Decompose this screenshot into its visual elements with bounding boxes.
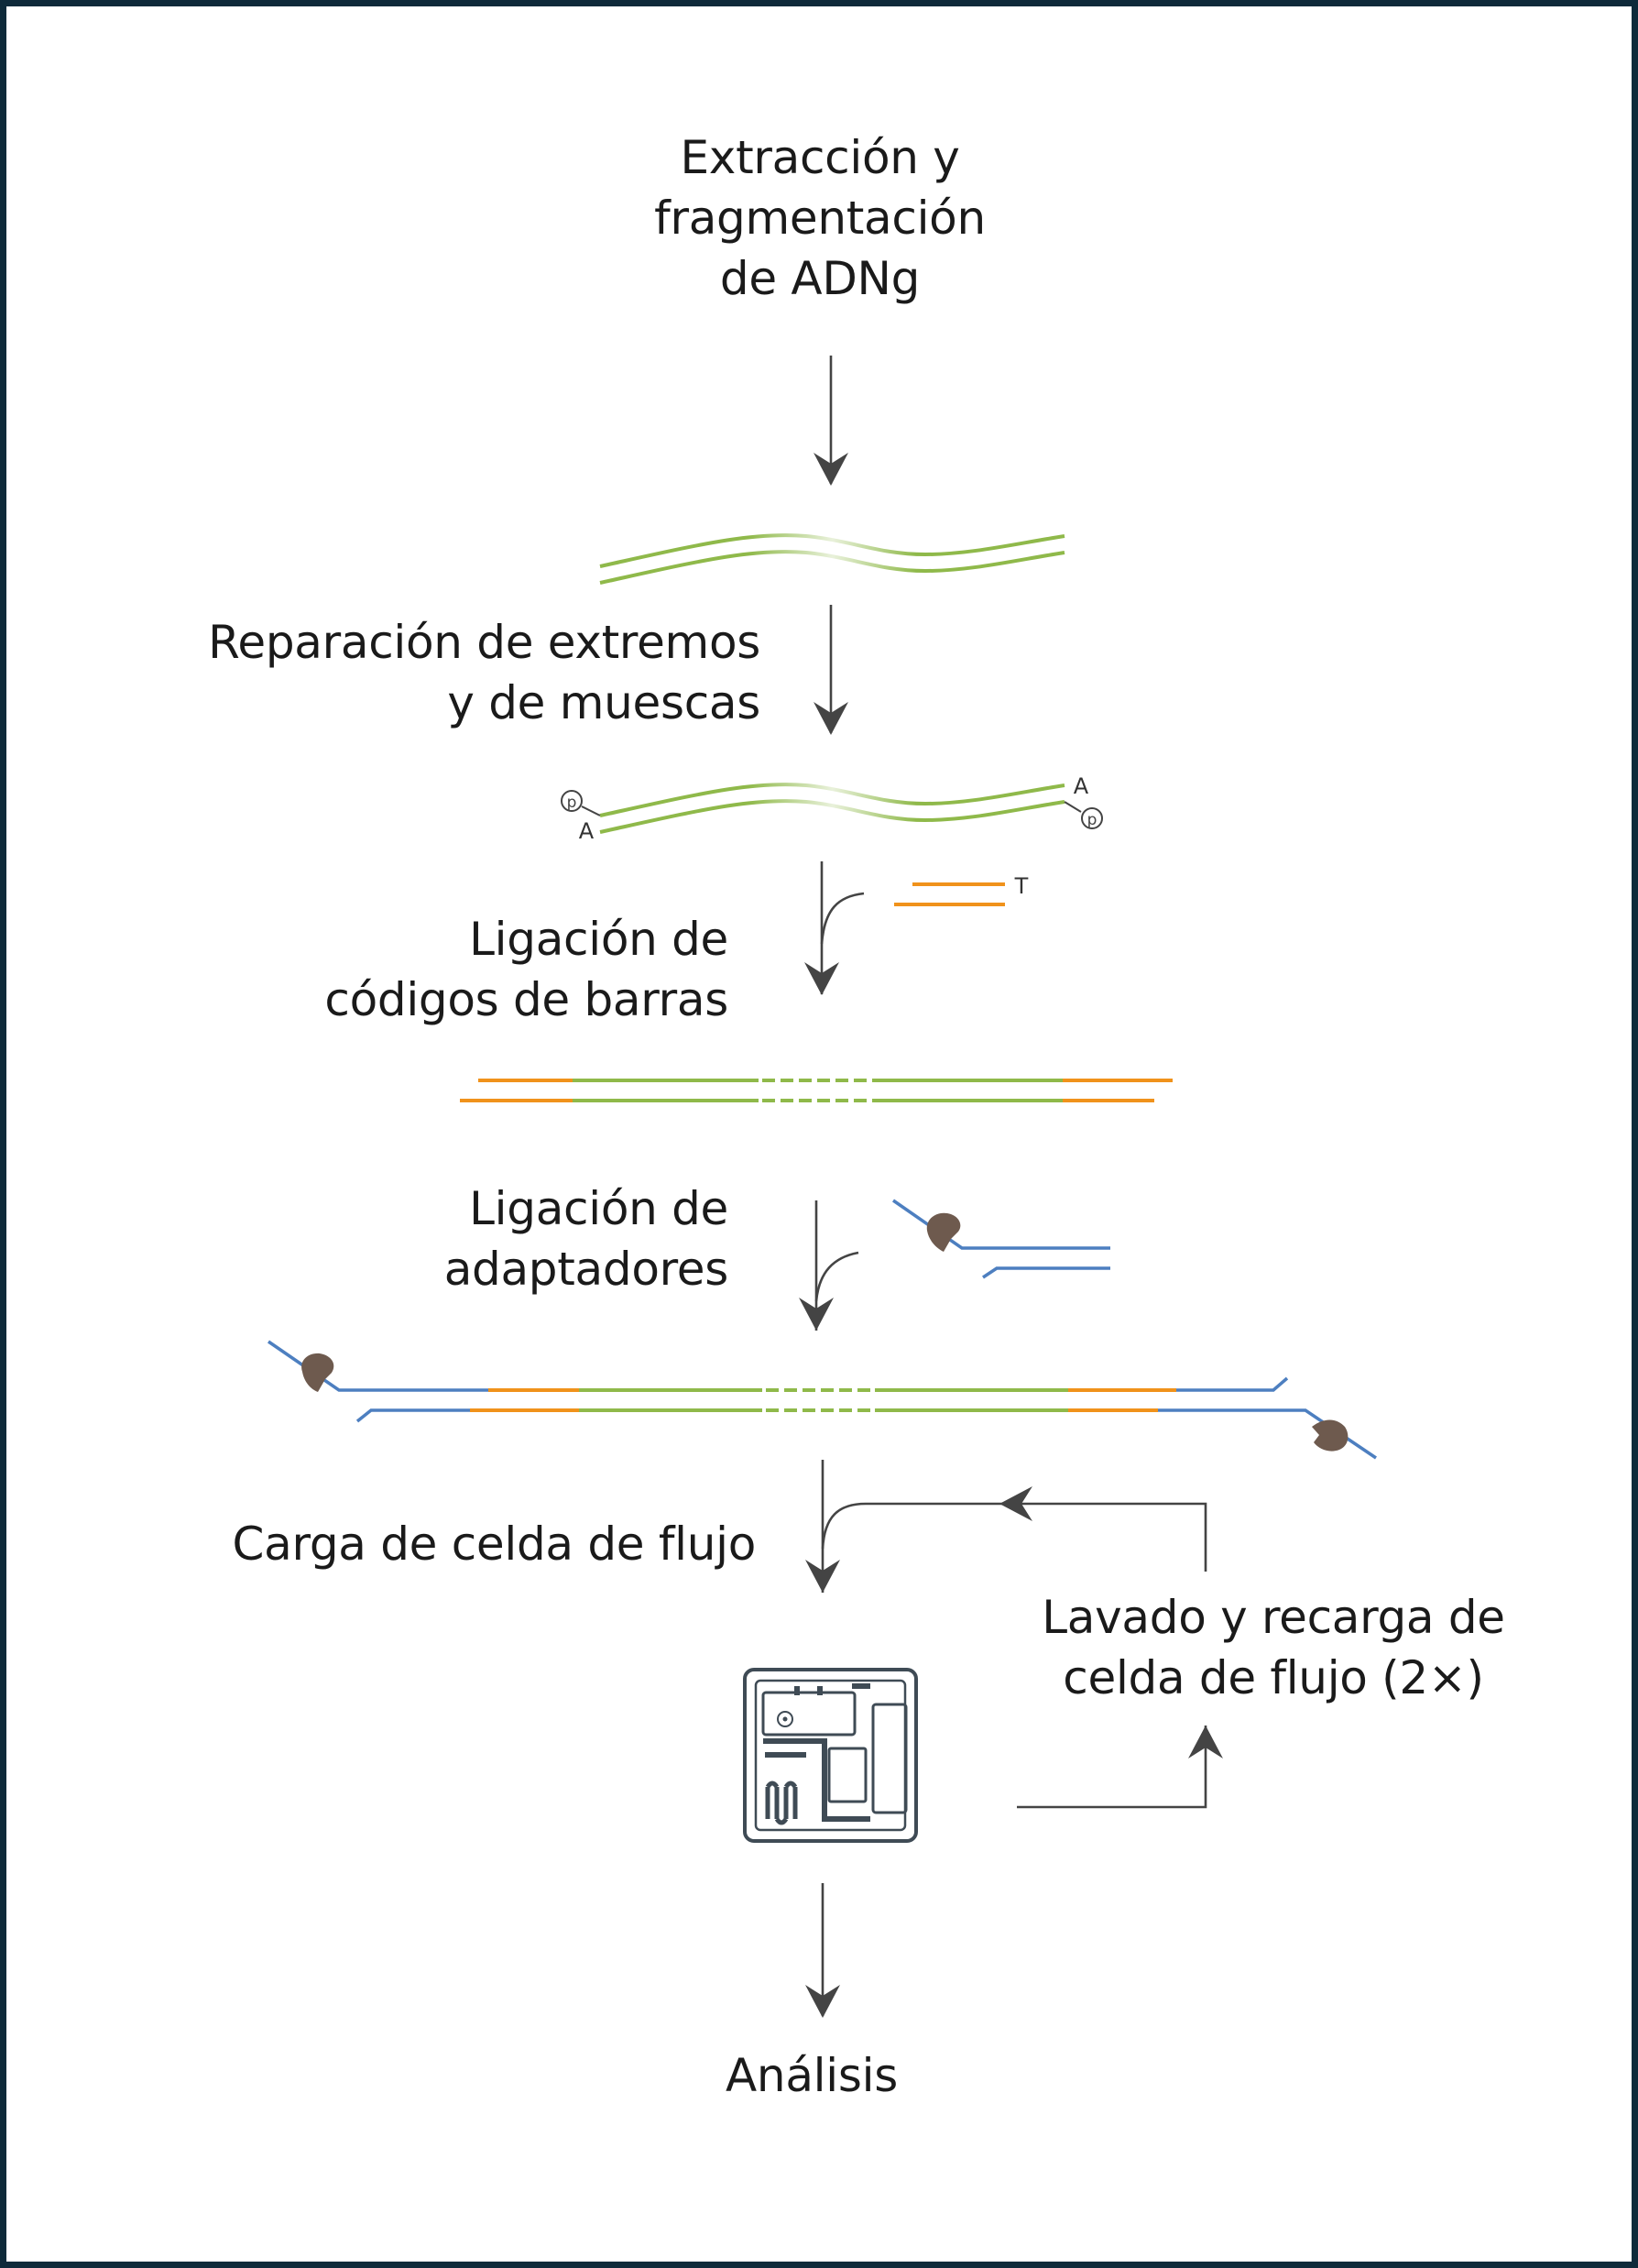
wash-reload-arrow [1017, 1726, 1223, 1809]
end-repaired-dna: p A A p [561, 773, 1103, 844]
step-extraction-label: Extracción y fragmentación de ADNg [541, 127, 1099, 309]
barcode-oligo: T [894, 873, 1029, 906]
step-extraction-line1: Extracción y [680, 131, 960, 184]
phosphate-right: p [1064, 801, 1103, 829]
a-tail-right: A [1074, 773, 1089, 799]
step-extraction-line2: fragmentación [654, 192, 986, 245]
flow-arrow-6 [805, 1883, 840, 2018]
step-end-repair-line2: y de muescas [447, 676, 760, 729]
step-barcode-ligation-line2: códigos de barras [324, 973, 728, 1026]
step-adapter-ligation-line2: adaptadores [443, 1243, 729, 1296]
step-flow-cell-loading-line1: Carga de celda de flujo [232, 1517, 757, 1571]
flow-arrow-5 [805, 1460, 1207, 1593]
t-overhang-mark: T [1014, 873, 1029, 899]
step-barcode-ligation-line1: Ligación de [469, 913, 728, 966]
step-extraction-line3: de ADNg [719, 252, 921, 305]
step-wash-reload-line2: celda de flujo (2×) [1063, 1651, 1484, 1704]
step-end-repair-label: Reparación de extremos y de muescas [92, 612, 760, 733]
barcoded-dna [460, 1079, 1173, 1102]
flow-arrow-3 [804, 861, 865, 995]
motor-protein-left-icon [301, 1353, 334, 1392]
step-barcode-ligation-label: Ligación de códigos de barras [92, 909, 728, 1030]
flow-cell-icon [743, 1668, 918, 1843]
adapter-with-motor [892, 1199, 1110, 1279]
step-flow-cell-loading-label: Carga de celda de flujo [92, 1514, 757, 1574]
step-adapter-ligation-label: Ligación de adaptadores [92, 1178, 729, 1299]
phosphate-left-mark: p [567, 794, 577, 812]
flow-arrow-4 [799, 1200, 859, 1331]
step-wash-reload-label: Lavado y recarga de celda de flujo (2×) [989, 1587, 1557, 1708]
adapted-dna [268, 1340, 1377, 1460]
motor-protein-icon [926, 1212, 961, 1252]
step-analysis-line1: Análisis [726, 2049, 898, 2102]
step-adapter-ligation-line1: Ligación de [469, 1182, 728, 1235]
phosphate-right-mark: p [1087, 811, 1097, 829]
motor-protein-right-icon [1312, 1419, 1349, 1452]
step-analysis-label: Análisis [628, 2045, 995, 2106]
step-wash-reload-line1: Lavado y recarga de [1042, 1591, 1505, 1644]
step-end-repair-line1: Reparación de extremos [208, 616, 760, 669]
a-tail-left: A [579, 818, 595, 844]
phosphate-left: p [561, 790, 601, 816]
flow-arrow-1 [814, 356, 848, 486]
fragmented-dna [599, 533, 1065, 585]
flow-arrow-2 [814, 605, 848, 735]
